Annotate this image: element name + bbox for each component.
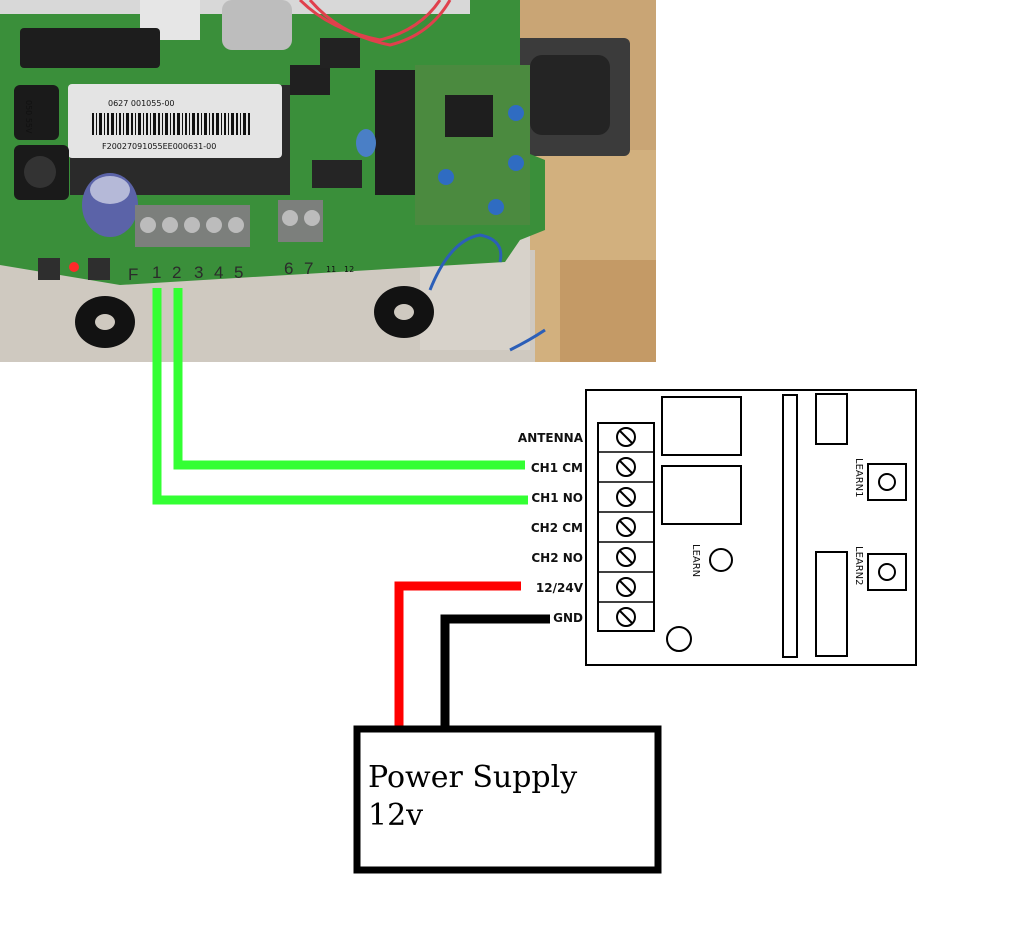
terminal-number-6: 6 (284, 259, 293, 278)
component-top-right (815, 393, 848, 445)
label-ch2-cm: CH2 CM (531, 521, 583, 535)
label-ch1-cm: CH1 CM (531, 461, 583, 475)
screw-ch1-cm (616, 457, 636, 477)
pcb-photo: 0627 001055-00 (0, 0, 656, 362)
learn1-button[interactable] (867, 463, 907, 501)
green-wire-ch1-cm (173, 288, 525, 470)
learn2-label: LEARN2 (853, 546, 864, 586)
red-wire-12v (394, 581, 521, 727)
label-antenna: ANTENNA (518, 431, 584, 445)
terminal-number-5: 5 (234, 263, 243, 282)
screw-12-24v (616, 577, 636, 597)
terminal-number-3: 3 (194, 263, 203, 282)
label-gnd: GND (553, 611, 583, 625)
wires (152, 288, 550, 727)
screw-gnd (616, 607, 636, 627)
black-wire-gnd (440, 614, 550, 727)
terminal-number-12: 12 (344, 265, 354, 274)
terminal-number-1: 1 (152, 263, 161, 282)
barcode (92, 113, 252, 135)
terminal-number-4: 4 (214, 263, 223, 282)
relay-ch2 (661, 465, 742, 525)
terminal-number-f: F (128, 265, 138, 284)
learn-label: LEARN (690, 544, 701, 577)
learn1-label: LEARN1 (853, 458, 864, 498)
power-supply: Power Supply 12v (353, 725, 662, 874)
receiver-board: LEARN LEARN1 LEARN2 (585, 389, 917, 666)
screw-antenna (616, 427, 636, 447)
green-wire-ch1-no (152, 288, 528, 505)
learn-led (709, 548, 733, 572)
terminal-screws (598, 427, 654, 627)
terminal-labels: ANTENNA CH1 CM CH1 NO CH2 CM CH2 NO 12/2… (518, 431, 584, 625)
terminal-number-11: 11 (326, 265, 336, 274)
label-12-24v: 12/24V (536, 581, 584, 595)
component-bottom-right (815, 551, 848, 657)
learn2-button[interactable] (867, 553, 907, 591)
power-supply-voltage: 12v (368, 798, 423, 833)
relay-ch1 (661, 396, 742, 456)
screw-ch2-no (616, 547, 636, 567)
component-text: 050 55V (24, 100, 33, 134)
antenna-strip (782, 394, 798, 658)
sticker-line1: 0627 001055-00 (108, 99, 175, 108)
screw-ch2-cm (616, 517, 636, 537)
screw-ch1-no (616, 487, 636, 507)
sticker-line2: F20027091055EE000631-00 (102, 142, 216, 151)
terminal-number-2: 2 (172, 263, 181, 282)
board-hole (666, 626, 692, 652)
label-ch2-no: CH2 NO (531, 551, 583, 565)
label-ch1-no: CH1 NO (531, 491, 583, 505)
power-supply-label: Power Supply (368, 760, 577, 795)
terminal-number-7: 7 (304, 259, 313, 278)
